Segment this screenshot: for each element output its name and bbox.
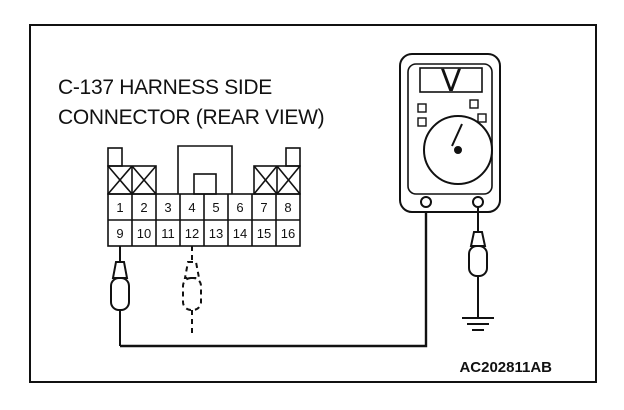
connector-title-line2: CONNECTOR (REAR VIEW) <box>58 106 324 129</box>
meter-terminal-left <box>420 196 432 208</box>
pin-label-13: 13 <box>209 226 223 241</box>
connector-title-line1: C-137 HARNESS SIDE <box>58 76 272 99</box>
pin-label-1: 1 <box>116 200 123 215</box>
figure-code: AC202811AB <box>459 359 552 376</box>
pin-label-14: 14 <box>233 226 247 241</box>
meter-terminal-right <box>472 196 484 208</box>
test-probe-pin9 <box>110 246 130 346</box>
pin-label-8: 8 <box>284 200 291 215</box>
pin-label-16: 16 <box>281 226 295 241</box>
volt-symbol-icon: V <box>441 64 462 99</box>
ground-symbol-icon <box>462 310 494 331</box>
multimeter <box>399 53 501 213</box>
pin-label-2: 2 <box>140 200 147 215</box>
harness-connector <box>107 145 301 247</box>
pin-label-7: 7 <box>260 200 267 215</box>
ground-probe <box>468 207 488 310</box>
pin-label-3: 3 <box>164 200 171 215</box>
pin-label-4: 4 <box>188 200 195 215</box>
pin-label-10: 10 <box>137 226 151 241</box>
pin-label-12: 12 <box>185 226 199 241</box>
pin-label-15: 15 <box>257 226 271 241</box>
pin-label-6: 6 <box>236 200 243 215</box>
disconnected-probe-pin12 <box>182 246 202 336</box>
diagram-frame <box>29 24 597 383</box>
pin-label-5: 5 <box>212 200 219 215</box>
pin-label-11: 11 <box>161 226 175 241</box>
pin-label-9: 9 <box>116 226 123 241</box>
meter-display <box>419 67 483 93</box>
test-lead-wire <box>120 206 428 348</box>
